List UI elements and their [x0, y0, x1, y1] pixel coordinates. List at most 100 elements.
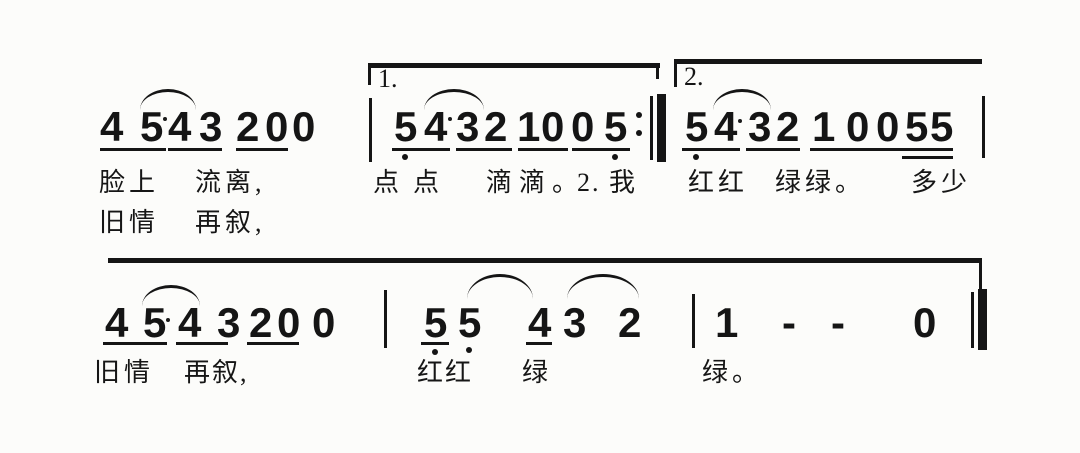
- measure-barline: [692, 294, 695, 348]
- low-octave-dot: [432, 349, 438, 355]
- note: 3: [748, 103, 772, 150]
- volta-2-left-tick: [674, 59, 677, 87]
- note: 5: [140, 103, 164, 150]
- augmentation-dot: [738, 119, 742, 123]
- note: 4: [178, 299, 202, 346]
- volta-2-continuation-right-tick: [979, 258, 982, 290]
- note: 4: [168, 103, 192, 150]
- slur: [467, 274, 533, 299]
- beam-underline: [572, 148, 630, 151]
- slur: [142, 285, 200, 306]
- measure-barline: [369, 98, 372, 162]
- rest: 0: [277, 299, 301, 346]
- note: 5: [604, 103, 628, 150]
- volta-1-left-tick: [368, 63, 371, 85]
- lyric: 红红: [417, 358, 474, 387]
- note: 3: [199, 103, 223, 150]
- beam-underline: [456, 148, 512, 151]
- note: 4: [714, 103, 738, 150]
- duration-dash: -: [782, 299, 796, 346]
- beam-underline: [168, 148, 222, 151]
- volta-1-right-tick: [656, 63, 659, 79]
- note: 5: [685, 103, 709, 150]
- lyric: 红红: [688, 168, 749, 197]
- beam-underline: [810, 148, 868, 151]
- note: 4: [424, 103, 448, 150]
- beam-underline: [247, 342, 299, 345]
- note: 2: [236, 103, 260, 150]
- low-octave-dot: [693, 154, 699, 160]
- lyric: 旧情: [94, 358, 155, 387]
- lyric: 旧情: [99, 208, 160, 237]
- lyric: 点点: [373, 168, 454, 197]
- note: 1: [812, 103, 836, 150]
- note: 2: [484, 103, 508, 150]
- note: 5: [143, 299, 167, 346]
- slur: [424, 89, 484, 110]
- repeat-barline-dot: [636, 112, 642, 118]
- note: 3: [563, 299, 587, 346]
- volta-1-bracket: [368, 63, 660, 68]
- note: 3: [456, 103, 480, 150]
- rest: 0: [292, 103, 316, 150]
- repeat-barline-dot: [636, 130, 642, 136]
- rest: 0: [913, 299, 937, 346]
- rest: 0: [541, 103, 565, 150]
- rest: 0: [876, 103, 900, 150]
- note: 5: [905, 103, 929, 150]
- low-octave-dot: [612, 154, 618, 160]
- note: 5: [930, 103, 954, 150]
- lyric: 脸上: [99, 168, 160, 197]
- slur: [713, 89, 771, 110]
- lyric: 绿。: [702, 358, 763, 387]
- note: 1: [715, 299, 739, 346]
- beam-underline: [100, 148, 166, 151]
- lyric: 绿绿。: [775, 168, 866, 197]
- note: 5: [394, 103, 418, 150]
- note: 4: [100, 103, 124, 150]
- beam-underline: [746, 148, 800, 151]
- augmentation-dot: [448, 117, 452, 121]
- note: 4: [528, 299, 552, 346]
- note: 2: [776, 103, 800, 150]
- measure-barline: [384, 290, 387, 348]
- rest: 0: [571, 103, 595, 150]
- beam-underline: [843, 148, 953, 151]
- note: 4: [105, 299, 129, 346]
- final-barline-thick: [978, 289, 987, 350]
- note: 5: [424, 299, 448, 346]
- rest: 0: [846, 103, 870, 150]
- lyric: 多少: [911, 168, 972, 197]
- rest: 0: [265, 103, 289, 150]
- slur: [140, 89, 196, 110]
- volta-2-bracket: [674, 59, 982, 64]
- final-barline-thin: [971, 292, 974, 348]
- repeat-barline-thin: [650, 96, 653, 160]
- note: 5: [458, 299, 482, 346]
- lyric: 流离,: [195, 168, 266, 197]
- beam-underline: [103, 342, 167, 345]
- lyric: 再叙,: [184, 358, 249, 387]
- beam-underline: [176, 342, 228, 345]
- rest: 0: [312, 299, 336, 346]
- beam-underline: [526, 342, 552, 345]
- augmentation-dot: [163, 117, 167, 121]
- augmentation-dot: [166, 318, 170, 322]
- note: 2: [249, 299, 273, 346]
- beam-underline: [392, 148, 450, 151]
- beam-underline: [682, 148, 740, 151]
- sixteenth-underline: [902, 156, 953, 159]
- note: 2: [618, 299, 642, 346]
- volta-2-continuation-line: [108, 258, 982, 263]
- lyric-verse-number-and-word: 2. 我: [577, 168, 638, 197]
- duration-dash: -: [831, 299, 845, 346]
- volta-2-label: 2.: [684, 62, 704, 91]
- note: 3: [217, 299, 241, 346]
- note: 1: [517, 103, 541, 150]
- slur: [567, 274, 639, 299]
- volta-1-label: 1.: [378, 64, 398, 93]
- low-octave-dot: [402, 154, 408, 160]
- lyric: 滴滴。: [486, 168, 586, 197]
- lyric: 再叙,: [195, 208, 266, 237]
